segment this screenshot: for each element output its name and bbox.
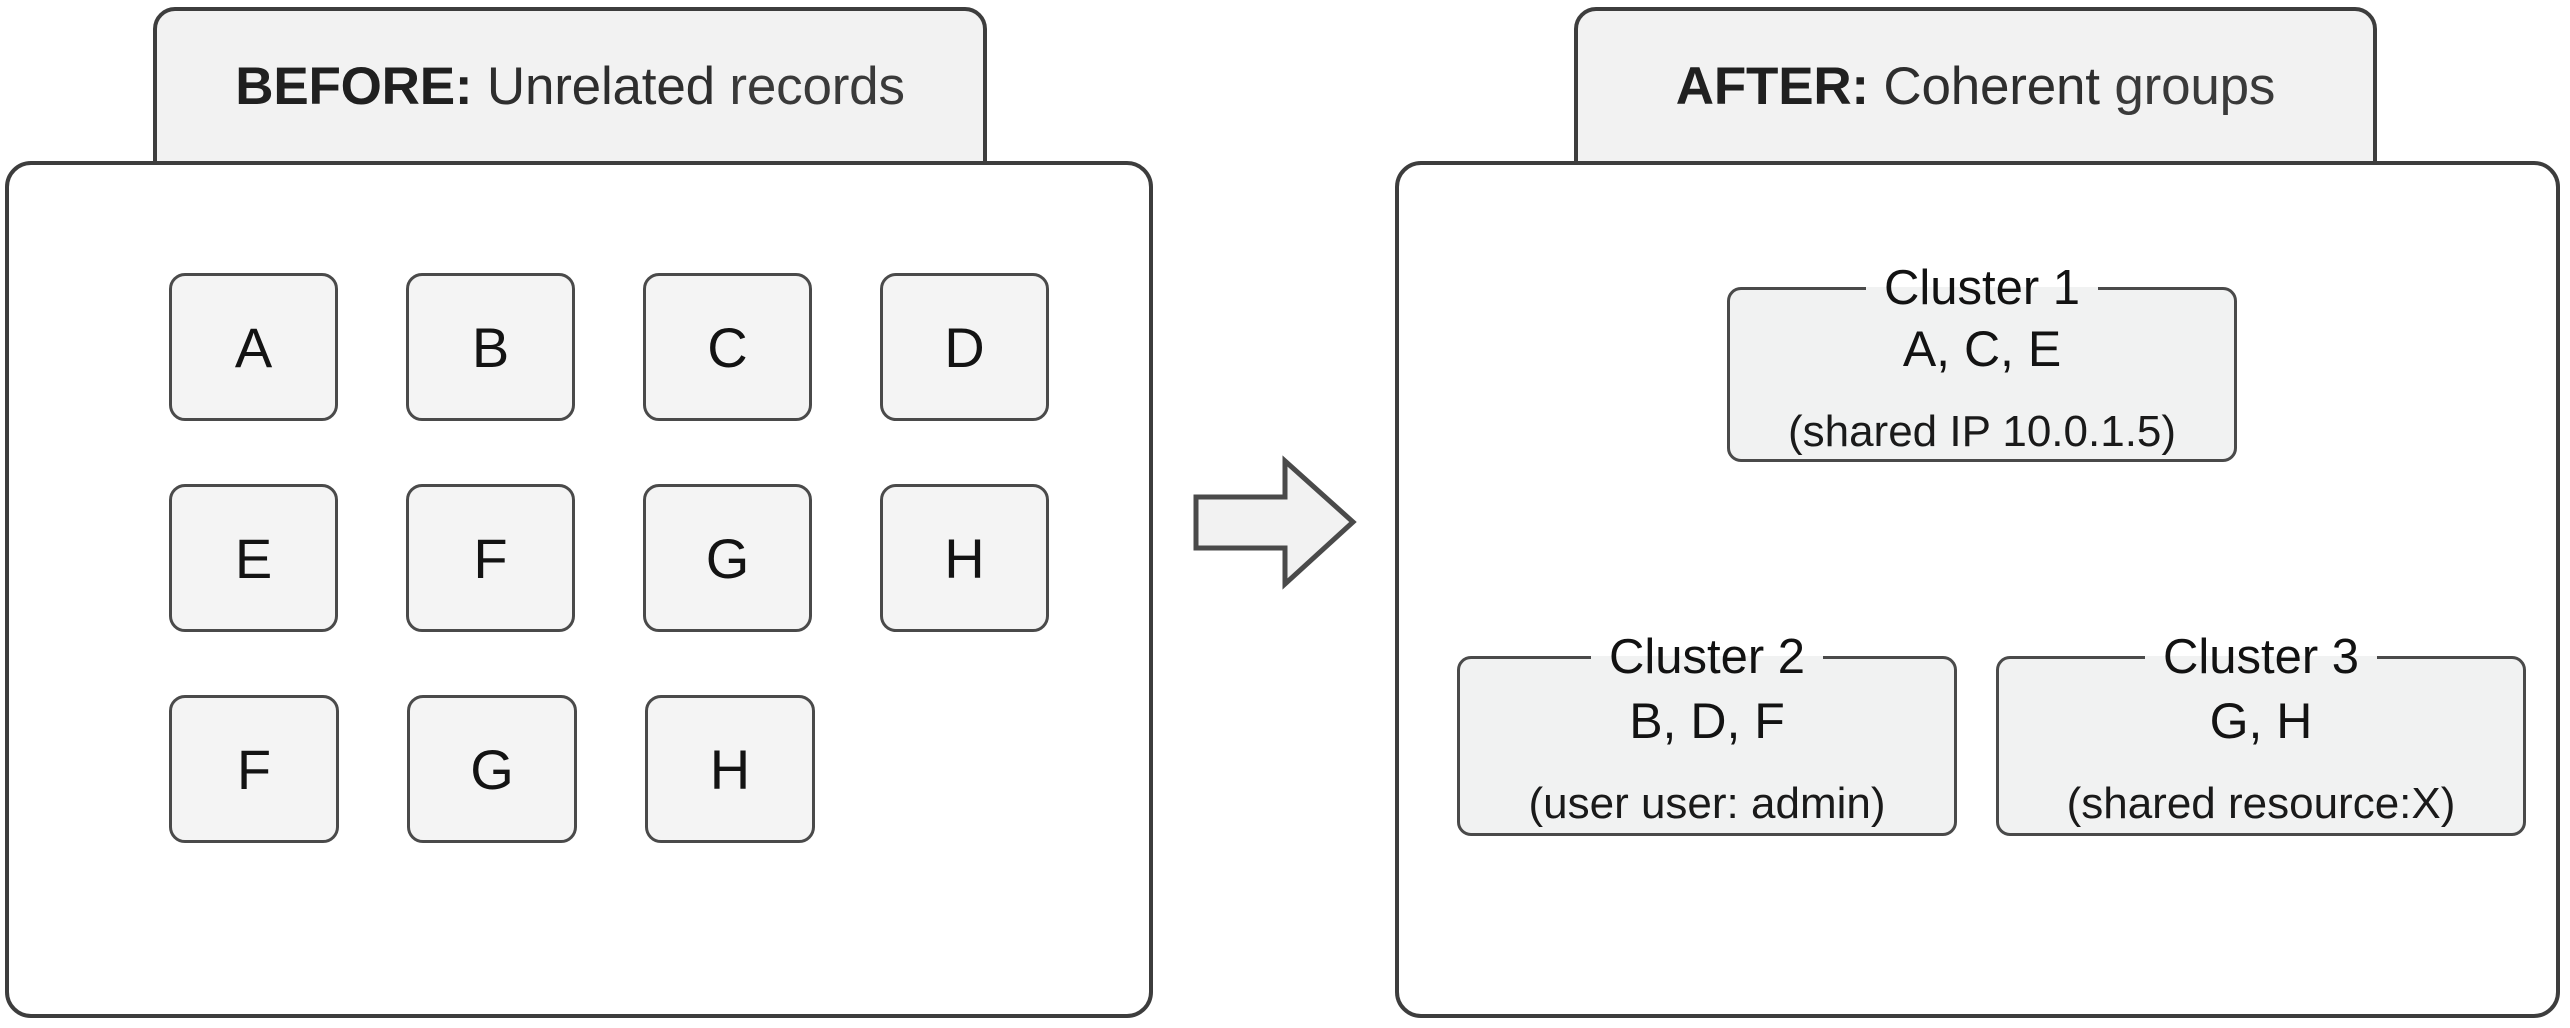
tile-row: E F G H bbox=[169, 484, 1049, 632]
cluster-content: B, D, F (user user: admin) bbox=[1460, 682, 1954, 833]
cluster-title: Cluster 1 bbox=[1883, 261, 2081, 315]
record-tile[interactable]: C bbox=[643, 273, 812, 421]
cluster-reason: (shared IP 10.0.1.5) bbox=[1787, 407, 2177, 456]
cluster-members: B, D, F bbox=[1629, 692, 1785, 749]
record-tile[interactable]: G bbox=[643, 484, 812, 632]
before-title-tail: records bbox=[714, 56, 905, 116]
record-tile[interactable]: H bbox=[645, 695, 815, 843]
tile-row: F G H bbox=[169, 695, 1049, 843]
cluster-box-2[interactable]: Cluster 2 B, D, F (user user: admin) bbox=[1457, 633, 1957, 836]
cluster-reason: (user user: admin) bbox=[1528, 778, 1886, 828]
before-title-text: BEFORE: Unrelated records bbox=[235, 60, 905, 113]
after-title-text: AFTER: Coherent groups bbox=[1675, 56, 2276, 116]
record-tile[interactable]: G bbox=[407, 695, 577, 843]
cluster-members: A, C, E bbox=[1902, 321, 2062, 377]
after-title-lead: AFTER: bbox=[1675, 56, 1869, 116]
before-title-banner: BEFORE: Unrelated records bbox=[153, 7, 987, 165]
cluster-content: G, H (shared resource:X) bbox=[1999, 682, 2523, 833]
record-tile[interactable]: A bbox=[169, 273, 338, 421]
cluster-reason: (shared resource:X) bbox=[2066, 778, 2456, 828]
right-block-arrow-icon bbox=[1193, 455, 1357, 590]
before-title-lead: BEFORE: bbox=[235, 56, 473, 116]
cluster-content: A, C, E (shared IP 10.0.1.5) bbox=[1730, 313, 2234, 459]
record-tile[interactable]: F bbox=[406, 484, 575, 632]
after-title-tail: groups bbox=[2099, 56, 2276, 116]
cluster-box-3[interactable]: Cluster 3 G, H (shared resource:X) bbox=[1996, 633, 2526, 836]
record-tile[interactable]: H bbox=[880, 484, 1049, 632]
cluster-title: Cluster 2 bbox=[1608, 630, 1806, 684]
record-tile-grid: A B C D E F G H F G H bbox=[169, 273, 1049, 843]
after-title-mid: Coherent bbox=[1868, 56, 2100, 116]
record-tile[interactable]: B bbox=[406, 273, 575, 421]
record-tile[interactable]: E bbox=[169, 484, 338, 632]
cluster-members: G, H bbox=[2209, 692, 2313, 749]
before-panel: A B C D E F G H F G H bbox=[5, 161, 1153, 1018]
after-title-banner: AFTER: Coherent groups bbox=[1574, 7, 2377, 165]
cluster-title: Cluster 3 bbox=[2162, 630, 2360, 684]
record-tile[interactable]: D bbox=[880, 273, 1049, 421]
before-title-mid: Unrelated bbox=[472, 56, 715, 116]
record-tile[interactable]: F bbox=[169, 695, 339, 843]
tile-row: A B C D bbox=[169, 273, 1049, 421]
cluster-box-1[interactable]: Cluster 1 A, C, E (shared IP 10.0.1.5) bbox=[1727, 264, 2237, 462]
